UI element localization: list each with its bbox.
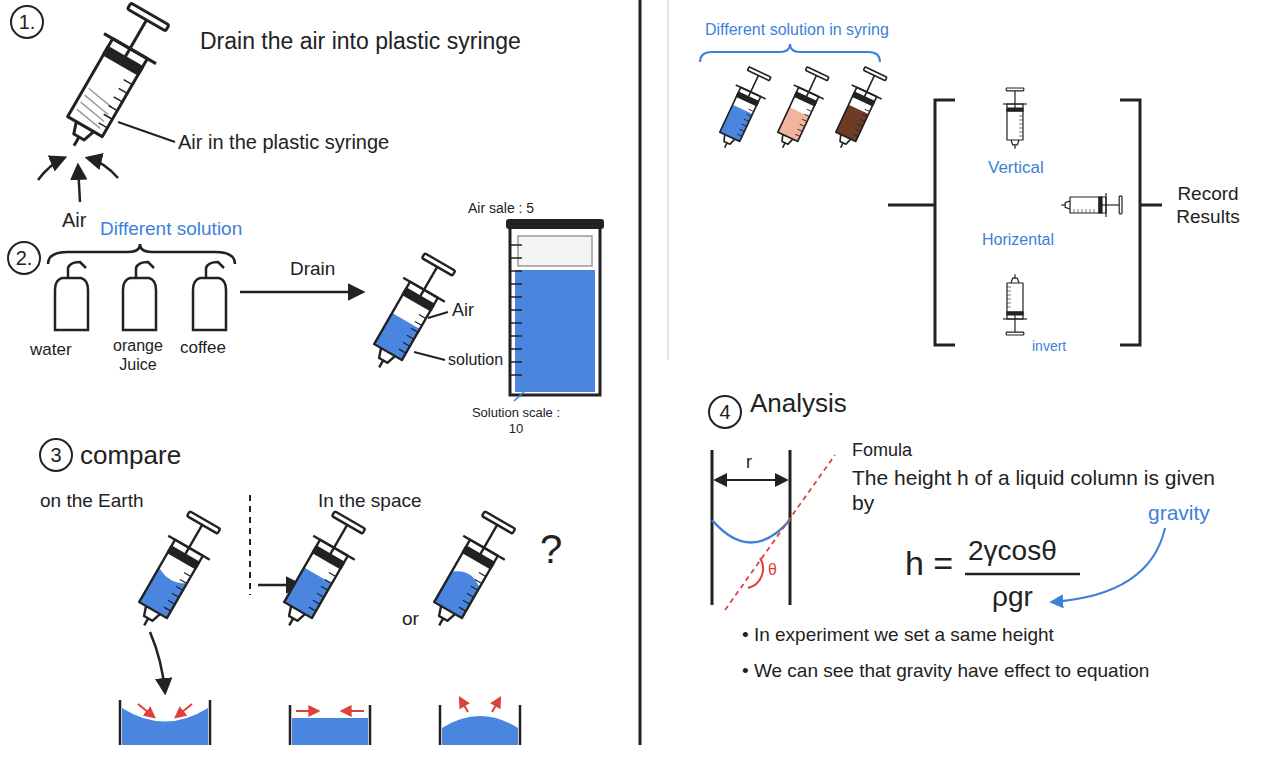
arrow-label: Drain — [290, 258, 335, 281]
part-label: Air in the plastic syringe — [178, 130, 389, 154]
bullet-note: • In experiment we set a same height — [742, 624, 1054, 647]
result-label: Record Results — [1166, 183, 1250, 229]
note: or — [402, 608, 419, 631]
formula-part: 2γcosθ — [968, 534, 1057, 568]
group-label: Different solution — [100, 218, 242, 241]
formula-part: h = — [905, 543, 953, 584]
syringe — [123, 508, 225, 637]
step-text: Drain the air into plastic syringe — [200, 28, 521, 56]
bottle — [123, 262, 156, 330]
meniscus-cup — [440, 698, 520, 745]
syringe — [826, 65, 891, 155]
step-number: 3 — [50, 445, 61, 465]
orientation-label: invert — [1032, 338, 1066, 355]
part-label: solution — [448, 350, 503, 369]
leader-line — [118, 122, 175, 142]
bottle — [55, 262, 88, 330]
orientation-label: Horizental — [982, 230, 1054, 249]
brace — [48, 244, 235, 264]
divider — [667, 0, 669, 360]
item-label: water — [30, 340, 72, 360]
orientation-label: Vertical — [988, 158, 1044, 178]
step-number: 2. — [16, 248, 33, 268]
step-number-circle: 3 — [39, 438, 73, 472]
symbol-label: θ — [768, 560, 777, 579]
group-label: Different solution in syring — [705, 20, 889, 39]
section-heading: Analysis — [750, 388, 847, 419]
syringe — [710, 65, 775, 155]
syringe — [268, 508, 370, 637]
item-label: orange Juice — [108, 336, 168, 374]
syringe — [418, 508, 520, 637]
step-number-circle: 2. — [7, 241, 41, 275]
section-heading: compare — [80, 440, 181, 471]
annotation: gravity — [1148, 500, 1210, 525]
arrow — [150, 632, 165, 692]
syringe — [1003, 274, 1027, 335]
meniscus-cup — [120, 700, 210, 745]
syringe — [358, 250, 460, 379]
scale-label: Air sale : 5 — [468, 200, 534, 217]
note: ? — [540, 525, 562, 573]
part-label: Air — [452, 300, 474, 322]
step-number: 1. — [19, 12, 36, 32]
symbol-label: r — [746, 452, 752, 474]
measuring-cylinder — [506, 219, 604, 401]
dashed-divider — [249, 495, 251, 595]
meniscus-cup — [290, 705, 370, 745]
part-label: In the space — [318, 490, 422, 513]
scale-label: Solution scale : 10 — [468, 405, 564, 436]
brace — [700, 44, 880, 62]
step-number-circle: 4 — [708, 395, 742, 429]
syringe — [1003, 88, 1027, 149]
formula-part: ρgr — [992, 580, 1033, 614]
syringe — [48, 0, 176, 161]
step-number-circle: 1. — [10, 5, 44, 39]
syringe — [768, 65, 833, 155]
syringe — [1061, 193, 1122, 217]
step-number: 4 — [719, 402, 730, 422]
air-arrows — [38, 158, 118, 202]
divider — [639, 0, 642, 745]
bracket — [888, 100, 1162, 345]
capillary-tube — [712, 450, 835, 610]
drain-arrow — [240, 291, 362, 294]
bullet-note: • We can see that gravity have effect to… — [742, 660, 1162, 683]
fraction-bar — [965, 573, 1080, 576]
leader-line — [414, 352, 445, 360]
item-label: coffee — [180, 338, 226, 358]
part-label: Air — [62, 208, 86, 232]
bottle — [193, 262, 226, 330]
leader-line — [428, 312, 448, 318]
note: Fomula — [852, 440, 912, 462]
part-label: on the Earth — [40, 490, 144, 513]
pointer-arrow — [1052, 528, 1165, 602]
